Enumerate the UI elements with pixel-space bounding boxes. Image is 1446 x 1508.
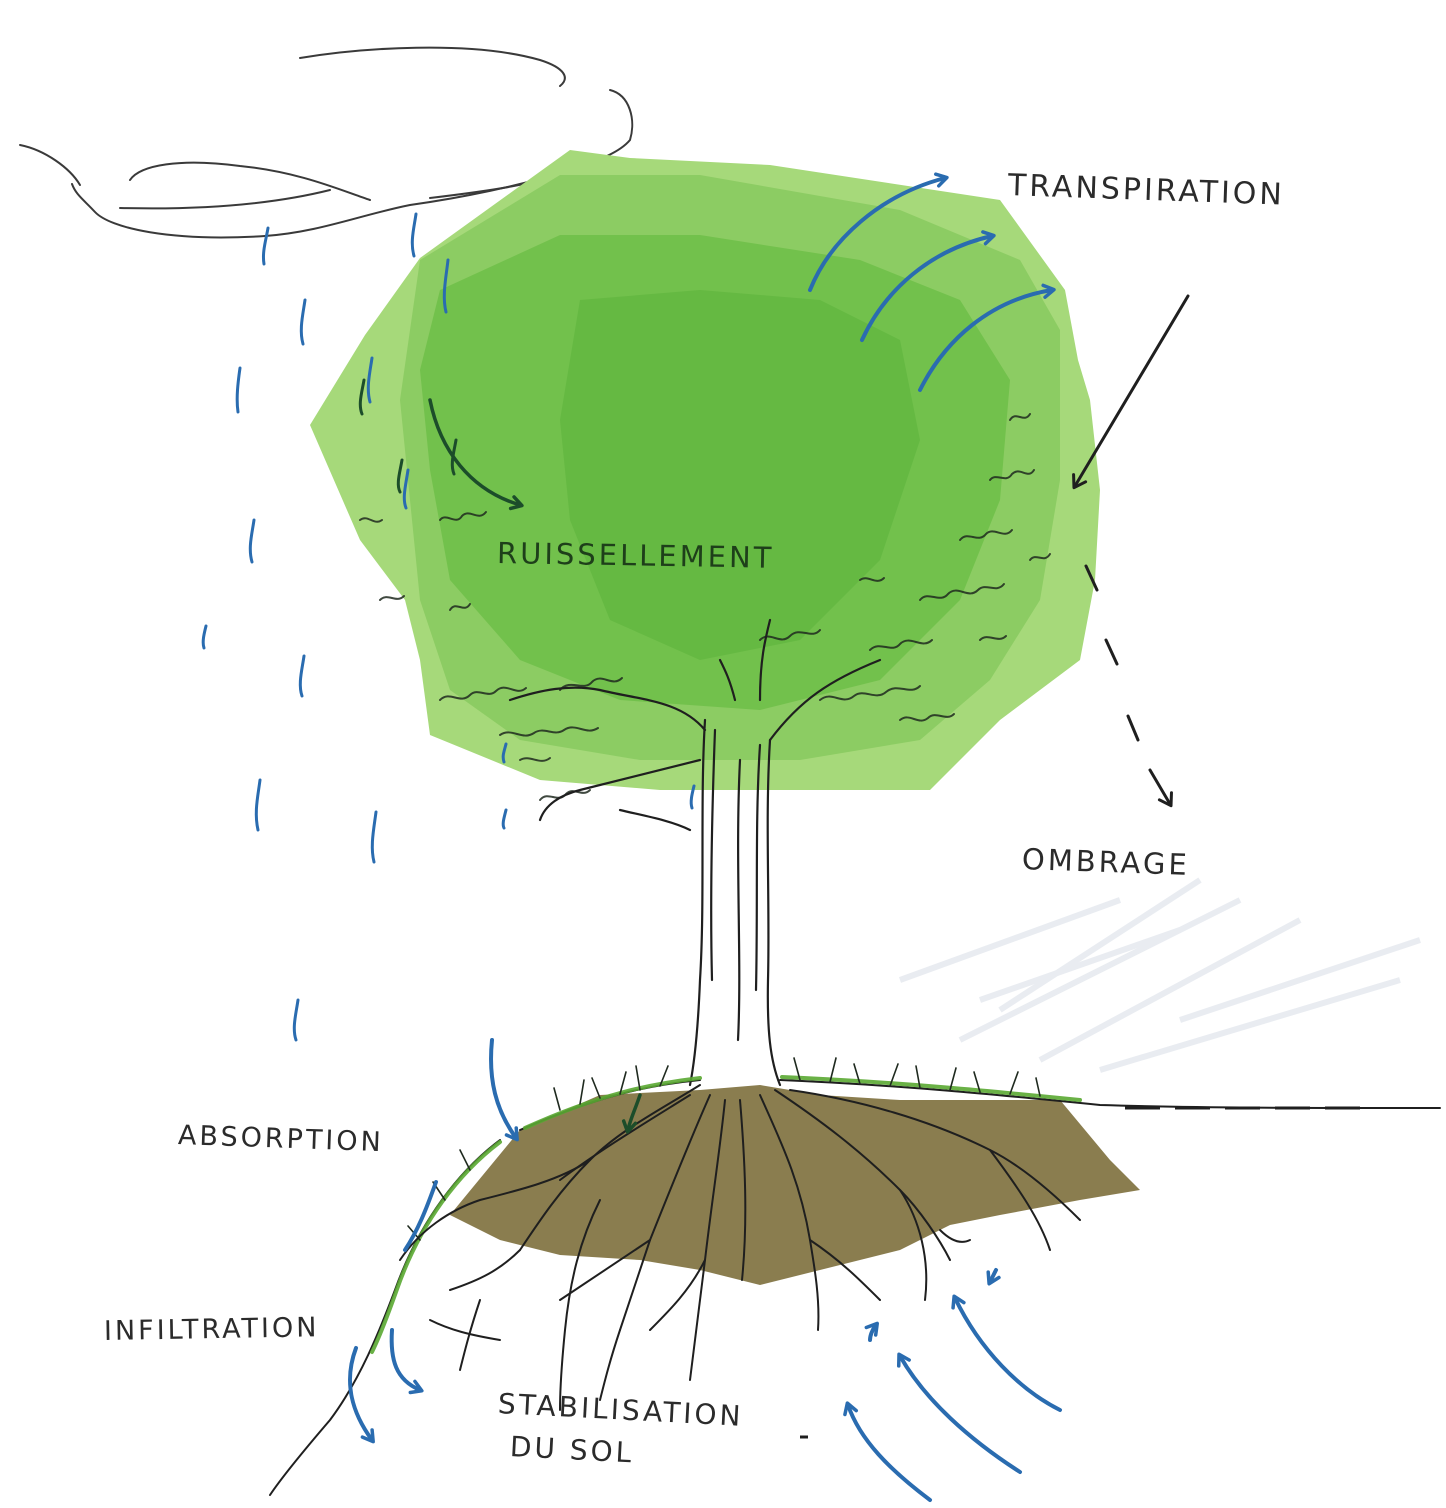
stabilisation-arrows [848,1270,1060,1500]
shade-hatching [900,880,1420,1070]
label-du-sol: DU SOL [509,1430,635,1469]
tree-canopy [310,150,1100,790]
infiltration-arrows [350,1330,420,1440]
label-ombrage: OMBRAGE [1021,842,1190,882]
label-infiltration: INFILTRATION [104,1312,320,1347]
label-ruissellement: RUISSELLEMENT [497,536,775,575]
